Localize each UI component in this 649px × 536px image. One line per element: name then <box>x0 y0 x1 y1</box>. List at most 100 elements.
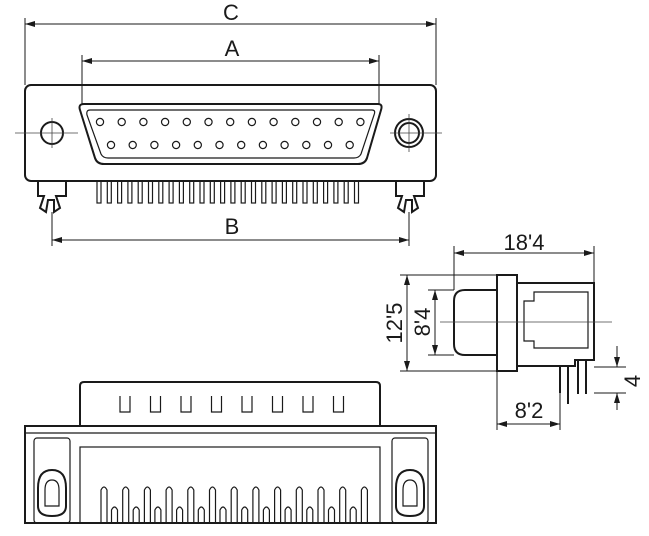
dimension-8-2: 8'2 <box>496 371 561 430</box>
bottom-flange <box>24 425 437 524</box>
bottom-shell-slots <box>119 396 345 413</box>
bottom-inner-frame <box>79 446 381 524</box>
contact-bottom <box>236 140 246 150</box>
side-mating-shell <box>453 289 497 356</box>
solder-pin <box>106 180 112 204</box>
shell-slot <box>332 396 345 413</box>
dimension-b: B <box>51 212 410 246</box>
solder-pin <box>137 180 143 204</box>
shell-slot <box>149 396 162 413</box>
left-post <box>33 437 71 524</box>
label-18-4: 18'4 <box>504 230 545 255</box>
inner-pin-tall <box>100 486 108 523</box>
contact-bottom <box>345 140 354 150</box>
contact-top <box>312 117 322 127</box>
inner-pin-tall <box>187 486 195 523</box>
inner-pin-tall <box>252 486 260 523</box>
shell-slot <box>210 396 223 413</box>
solder-pin <box>302 180 308 204</box>
contact-bottom <box>258 140 268 150</box>
contact-top <box>139 117 148 127</box>
solder-pin <box>220 180 226 204</box>
contact-bottom <box>171 140 181 150</box>
solder-pin <box>240 180 246 204</box>
side-housing <box>516 282 595 367</box>
contact-top <box>291 117 300 127</box>
inner-pin-tall <box>208 486 217 523</box>
inner-pin-tall <box>360 486 368 523</box>
inner-pin-tall <box>317 486 325 523</box>
right-post <box>391 437 429 524</box>
dimension-8-4: 8'4 <box>410 289 454 356</box>
contact-bottom <box>106 140 116 150</box>
front-view <box>15 84 442 214</box>
dimension-4: 4 <box>594 346 645 410</box>
solder-pin <box>343 180 349 204</box>
solder-pin <box>178 180 184 204</box>
solder-pin <box>230 180 236 204</box>
label-12-5: 12'5 <box>382 303 407 344</box>
label-4: 4 <box>620 375 645 387</box>
inner-pin-tall <box>295 486 303 523</box>
inner-pin-short <box>349 506 357 523</box>
inner-pin-short <box>262 506 270 523</box>
solder-pin <box>168 180 174 204</box>
solder-pin <box>271 180 277 204</box>
contact-bottom <box>323 140 333 150</box>
contact-bottom <box>193 140 202 150</box>
contact-bottom <box>150 140 159 150</box>
solder-pin <box>209 180 215 204</box>
inner-pin-short <box>219 506 227 523</box>
inner-pin-tall <box>230 486 238 523</box>
inner-pin-short <box>132 506 140 523</box>
solder-pin <box>127 180 133 204</box>
inner-pin-short <box>197 506 205 523</box>
contact-top <box>334 117 343 127</box>
contact-top <box>269 117 278 127</box>
contact-bottom <box>215 140 224 150</box>
dimension-12-5: 12'5 <box>382 274 497 372</box>
solder-pin <box>189 180 195 204</box>
solder-pin <box>116 180 123 204</box>
inner-pin-tall <box>122 486 130 523</box>
solder-pin <box>199 180 205 204</box>
front-d-shell-inner <box>86 109 376 159</box>
inner-pin-short <box>154 506 162 523</box>
dimension-c: C <box>24 0 437 85</box>
solder-pin <box>147 180 154 204</box>
solder-pin <box>292 180 298 204</box>
front-solder-pins <box>96 180 360 204</box>
label-b: B <box>225 214 240 239</box>
contact-top <box>225 117 235 127</box>
contact-top <box>160 117 170 127</box>
label-8-2: 8'2 <box>515 398 544 423</box>
label-c: C <box>223 0 239 25</box>
solder-pin <box>96 180 102 204</box>
side-view <box>440 274 612 404</box>
contact-top <box>356 117 365 127</box>
inner-pin-short <box>327 506 336 523</box>
inner-pin-tall <box>165 486 173 523</box>
shell-slot <box>271 396 284 413</box>
dimension-a: A <box>81 36 380 104</box>
dimension-18-4: 18'4 <box>453 230 595 290</box>
solder-pin <box>281 180 287 204</box>
solder-pin <box>261 180 267 204</box>
contact-top <box>182 117 191 127</box>
solder-pin <box>323 180 329 204</box>
contact-top <box>117 117 126 127</box>
inner-pin-tall <box>339 486 347 523</box>
bottom-d-shell <box>79 381 381 427</box>
solder-pin <box>353 180 360 204</box>
contact-bottom <box>302 140 311 150</box>
label-a: A <box>225 36 240 61</box>
solder-pin <box>312 180 318 204</box>
bottom-inner-pins <box>100 486 368 523</box>
inner-pin-short <box>176 506 184 523</box>
shell-slot <box>241 396 253 413</box>
inner-pin-tall <box>143 486 151 523</box>
shell-slot <box>119 396 131 413</box>
front-d-shell-outer <box>78 103 383 165</box>
solder-pin <box>333 180 339 204</box>
side-flange <box>496 274 518 372</box>
